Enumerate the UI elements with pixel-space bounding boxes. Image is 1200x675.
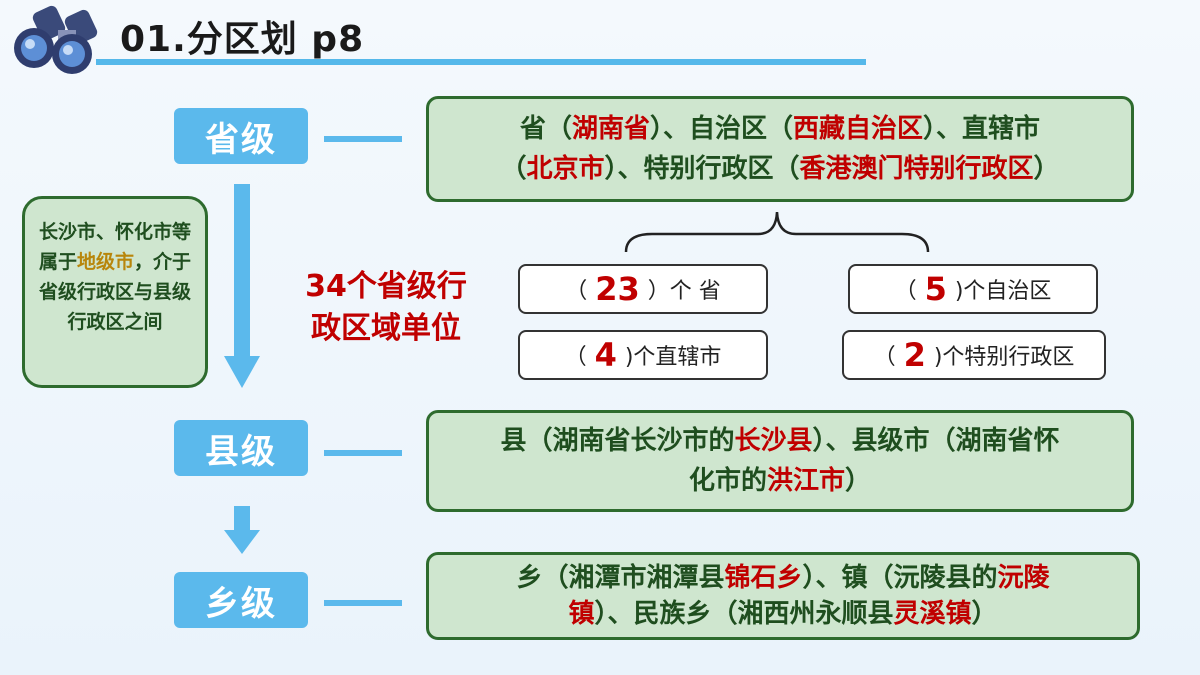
township-description-box: 乡（湘潭市湘潭县锦石乡）、镇（沅陵县的沅陵 镇）、民族乡（湘西州永顺县灵溪镇）: [426, 552, 1140, 640]
level-county-label: 县级: [174, 420, 308, 476]
curly-brace: [624, 211, 930, 253]
township-line-2: 镇）、民族乡（湘西州永顺县灵溪镇）: [568, 599, 998, 629]
connector-dash: [324, 600, 402, 606]
level-province-label: 省级: [174, 108, 308, 164]
down-arrow-icon: [224, 184, 260, 388]
count-box-autonomous-region: （5)个自治区: [848, 264, 1098, 314]
connector-dash: [324, 136, 402, 142]
township-line-1: 乡（湘潭市湘潭县锦石乡）、镇（沅陵县的沅陵: [516, 563, 1050, 593]
county-line-2: 化市的洪江市）: [688, 466, 872, 496]
down-arrow-icon: [224, 506, 260, 554]
title-underline: [96, 59, 866, 65]
province-line-2: （北京市）、特别行政区（香港澳门特别行政区）: [500, 154, 1060, 184]
province-line-1: 省（湖南省）、自治区（西藏自治区）、直辖市: [519, 114, 1041, 144]
count-box-province: （23）个 省: [518, 264, 768, 314]
count-box-sar: （2)个特别行政区: [842, 330, 1106, 380]
level-township-label: 乡级: [174, 572, 308, 628]
county-line-1: 县（湖南省长沙市的长沙县）、县级市（湖南省怀: [500, 426, 1060, 456]
count-box-municipality: （4)个直辖市: [518, 330, 768, 380]
province-count-title: 34个省级行 政区域单位: [305, 269, 467, 346]
province-description-box: 省（湖南省）、自治区（西藏自治区）、直辖市 （北京市）、特别行政区（香港澳门特别…: [426, 96, 1134, 202]
binoculars-icon: [14, 5, 98, 74]
county-description-box: 县（湖南省长沙市的长沙县）、县级市（湖南省怀 化市的洪江市）: [426, 410, 1134, 512]
connector-dash: [324, 450, 402, 456]
side-note: 长沙市、怀化市等属于地级市，介于省级行政区与县级行政区之间: [22, 196, 208, 388]
page-title: 01.分区划 p8: [120, 19, 365, 60]
